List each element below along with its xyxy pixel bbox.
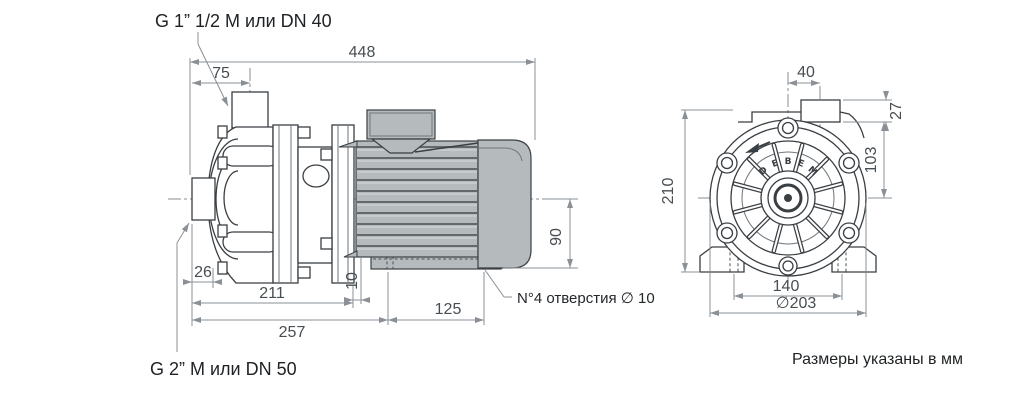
motor-end-cap (477, 139, 532, 269)
casing-nut (217, 156, 228, 170)
casing-nut (217, 261, 228, 275)
casing-rib (222, 231, 280, 253)
tie-bolt (320, 148, 333, 161)
motor-fin-block (338, 140, 479, 258)
dimension-text: 90 (548, 228, 565, 246)
dim-suction-protrusion: 26 (183, 224, 222, 326)
dimension-text: 211 (259, 285, 285, 302)
dimension-text: 210 (660, 178, 677, 205)
dimension-text: 448 (349, 44, 376, 61)
brand-letter: E (771, 158, 780, 170)
dim-center-to-casing-top: 103 (863, 122, 892, 199)
end-cap-seam (478, 147, 523, 162)
dim-shaft-height: 90 (503, 198, 578, 269)
discharge-port (231, 91, 269, 129)
side-view-dimensions: 448 75 26 211 10 (176, 32, 578, 352)
front-view-dimensions: 40 27 103 210 140 (660, 64, 905, 317)
terminal-box (366, 109, 436, 140)
hub-ring (767, 177, 809, 219)
flange-bolts (716, 117, 860, 276)
casing-top-profile (738, 111, 865, 139)
side-view (168, 68, 556, 284)
fin-highlights (357, 149, 477, 250)
casing-nut (217, 125, 228, 139)
leader-base-holes (484, 269, 512, 298)
backplate-flange (272, 124, 299, 284)
dimension-text: 27 (888, 102, 905, 120)
dim-foot-hole-span: 140 (733, 274, 843, 300)
fin-tip (343, 250, 358, 258)
dimension-text: 103 (863, 147, 880, 174)
dimension-text: 40 (797, 64, 815, 81)
shaft-center (784, 194, 792, 202)
dim-stub-height: 27 (843, 91, 905, 131)
leader-discharge-port (197, 32, 229, 107)
dimension-text: 125 (435, 301, 462, 318)
dim-flange-diameter: ∅203 (709, 203, 867, 317)
dim-overall-height: 210 (660, 109, 733, 273)
dimension-text: 140 (773, 278, 800, 295)
dim-top-port-offset: 75 (192, 65, 250, 86)
fin-ledge (414, 142, 479, 153)
tie-bolt (320, 237, 333, 250)
motor-flange (331, 124, 355, 284)
casing-rib (222, 145, 280, 167)
terminal-box-neck (370, 138, 432, 154)
rotation-arrow-icon (745, 141, 771, 153)
dimension-text: 10 (344, 272, 361, 290)
dim-overall-length: 448 (189, 44, 536, 175)
dim-pump-length: 211 (192, 285, 354, 308)
label-discharge-port: G 1” 1/2 М или DN 40 (155, 11, 332, 31)
dim-base-hole-span: 125 (388, 272, 485, 325)
dim-suction-to-base-hole: 257 (192, 272, 389, 341)
cover-circle (730, 140, 846, 256)
dim-discharge-offset: 40 (788, 64, 820, 86)
label-holes-note: N°4 отверстия ∅ 10 (517, 290, 655, 307)
fin-tip (338, 140, 358, 148)
terminal-box-lid (369, 112, 433, 137)
brand-letter: E (796, 158, 805, 170)
dimension-text: 257 (279, 324, 306, 341)
discharge-stub (800, 99, 841, 123)
label-units-note: Размеры указаны в мм (792, 351, 963, 368)
dim-flange-to-base: 10 (344, 258, 370, 304)
lantern-window (302, 164, 330, 188)
volute-arc (223, 170, 239, 226)
flange-bolt (297, 126, 311, 139)
casing-nut (217, 224, 228, 238)
rib-ring (741, 151, 835, 245)
leader-suction-port (176, 222, 190, 352)
label-suction-port: G 2” М или DN 50 (150, 359, 297, 379)
dimension-text: ∅203 (776, 295, 817, 312)
dimension-text: 26 (194, 264, 212, 281)
flange-bolt (297, 266, 311, 279)
front-view: D E B E M (698, 72, 884, 292)
suction-port (191, 177, 216, 221)
brand-letter: B (785, 157, 792, 167)
dimension-text: 75 (212, 65, 230, 82)
